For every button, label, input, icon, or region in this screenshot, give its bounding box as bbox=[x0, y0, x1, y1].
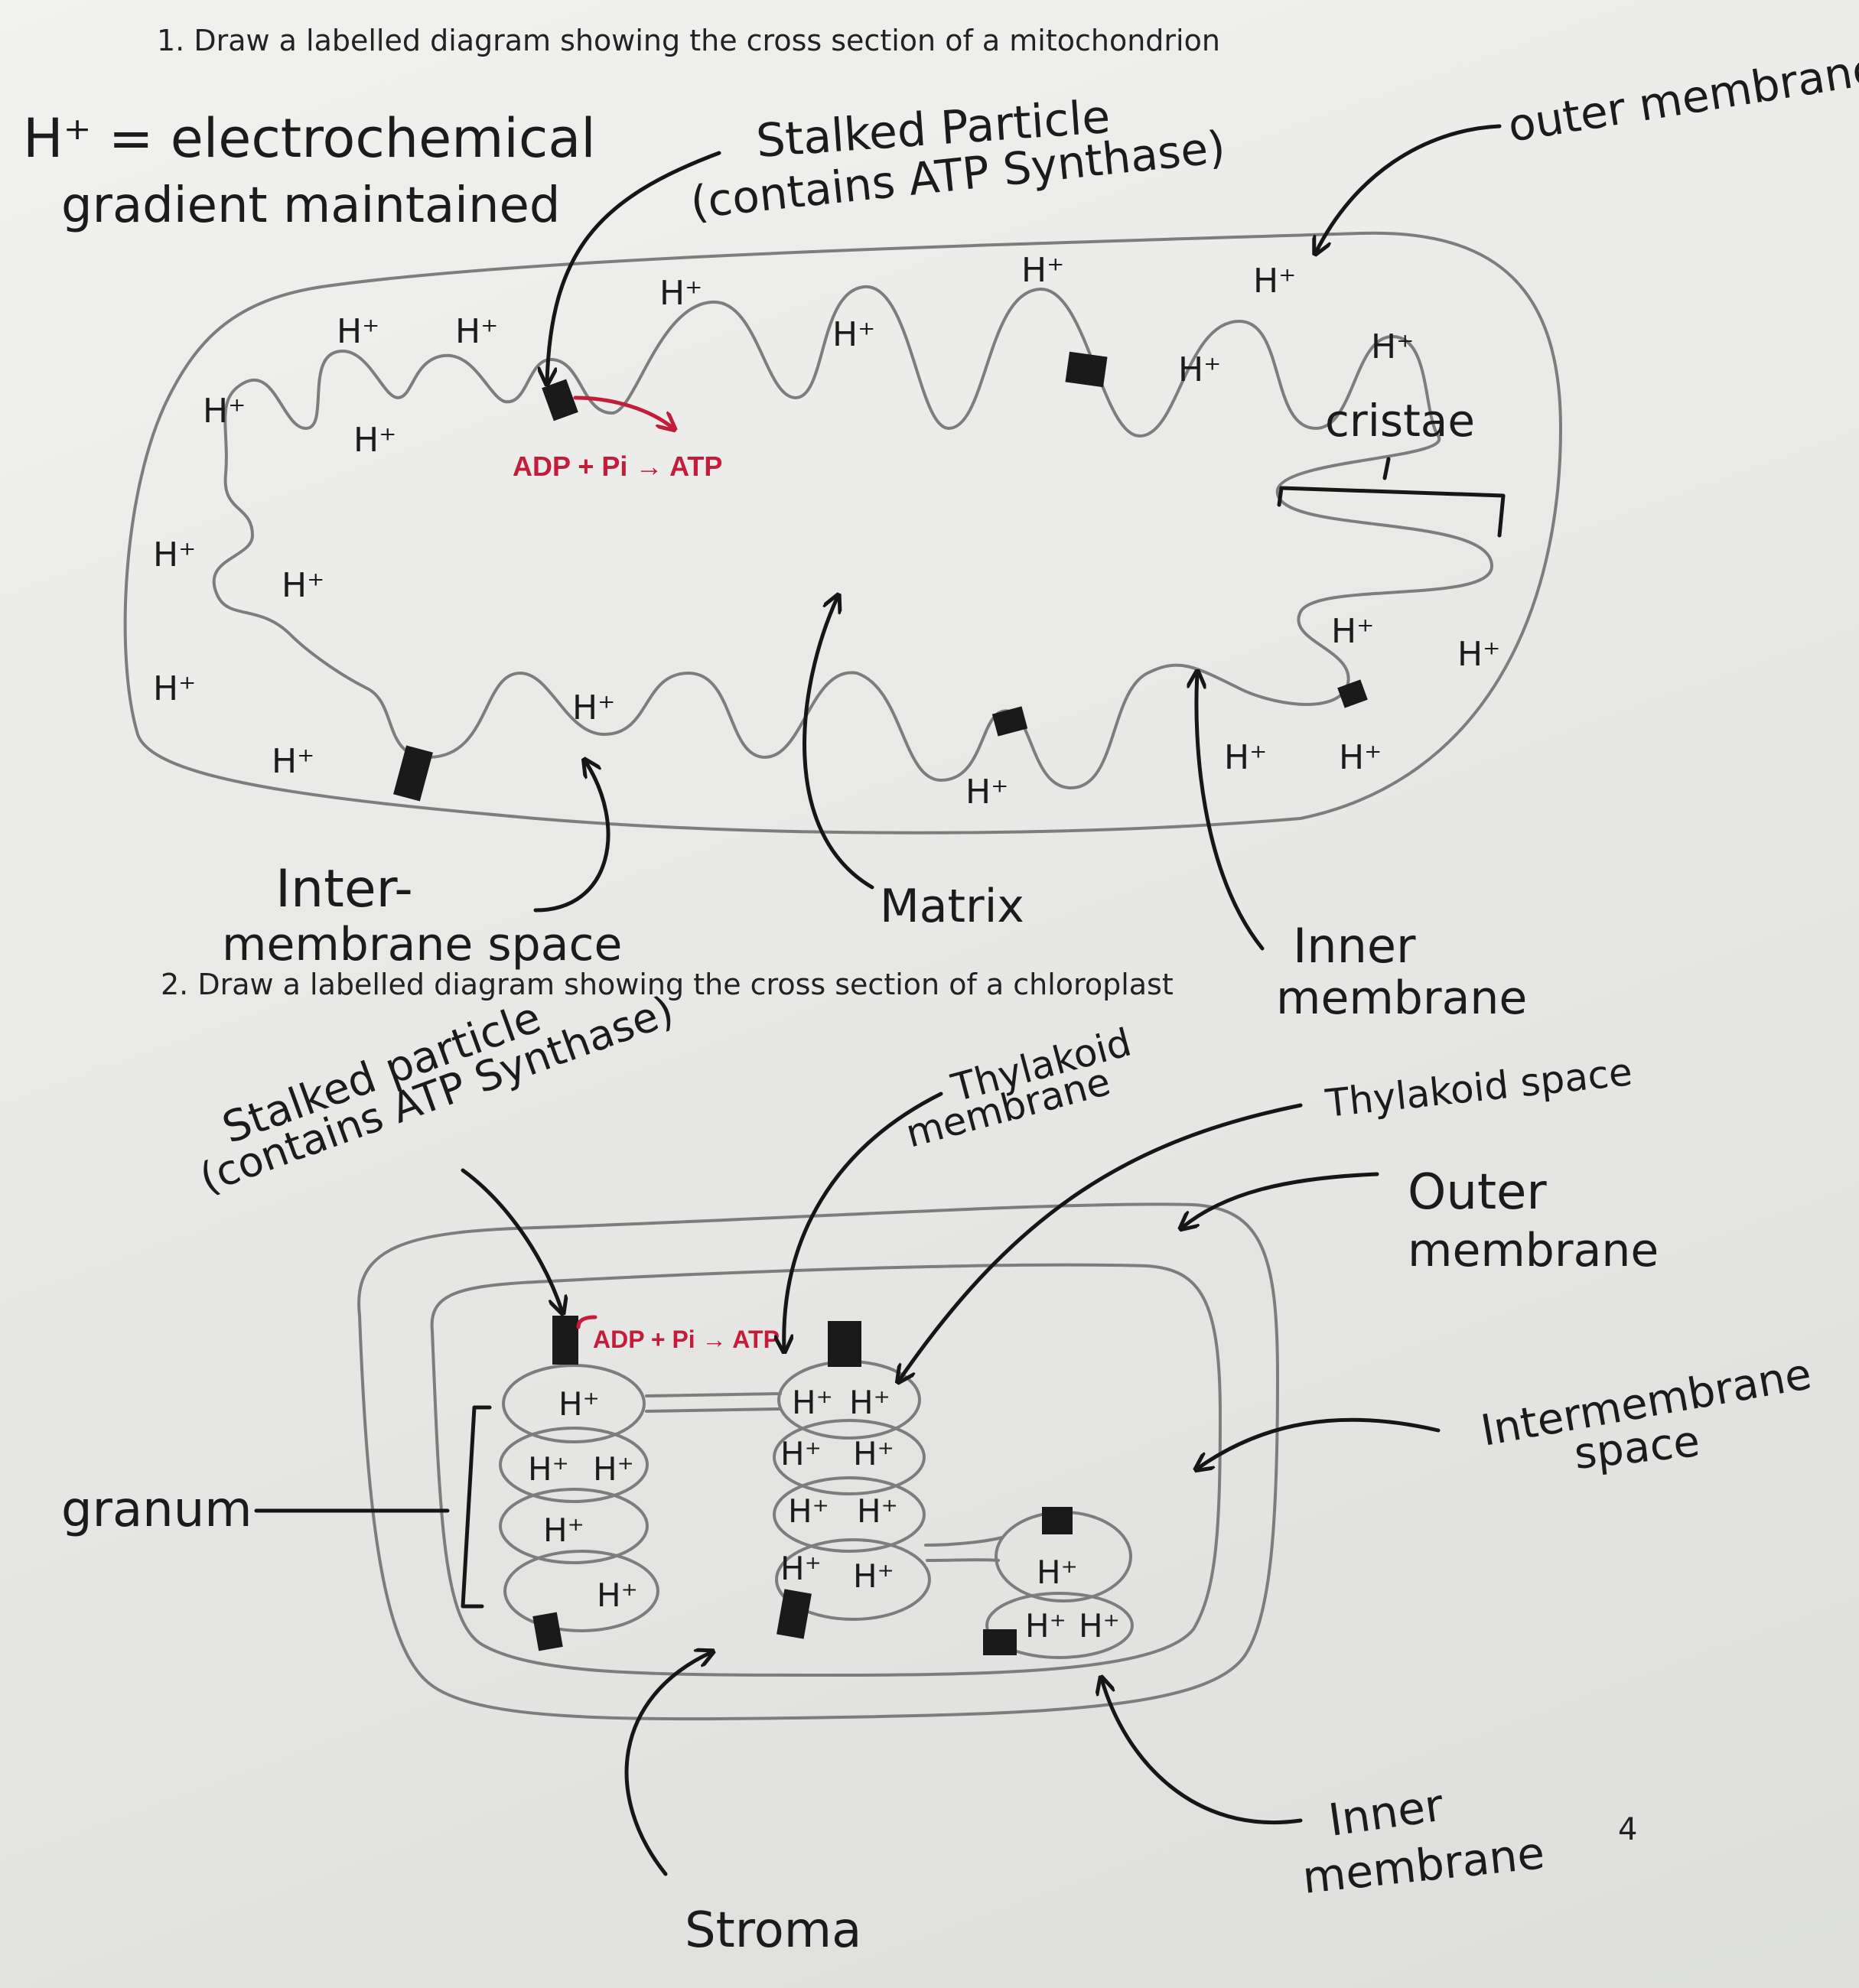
question-2: 2. Draw a labelled diagram showing the c… bbox=[161, 968, 1174, 1001]
chloro-stalked-particle bbox=[552, 1316, 578, 1365]
chloro-stalked-particle bbox=[828, 1321, 861, 1367]
chloro-stalked-particle bbox=[983, 1629, 1017, 1655]
h-ion: H⁺ bbox=[832, 315, 875, 354]
h-ion: H⁺ bbox=[337, 312, 379, 351]
inner-membrane-arrow bbox=[1196, 673, 1265, 951]
chloro-outer-membrane bbox=[357, 1202, 1279, 1721]
gradient-note-line1: H⁺ = electrochemical bbox=[23, 107, 596, 170]
matrix-arrow bbox=[803, 597, 874, 890]
h-ion: H⁺ bbox=[528, 1450, 569, 1488]
h-ion: H⁺ bbox=[1037, 1554, 1078, 1591]
h-ion: H⁺ bbox=[853, 1557, 894, 1595]
mito-stalked-particle bbox=[1337, 679, 1368, 708]
h-ion: H⁺ bbox=[780, 1550, 822, 1587]
h-ion: H⁺ bbox=[1371, 327, 1414, 366]
h-ion: H⁺ bbox=[1025, 1607, 1066, 1645]
chloro-reaction: ADP + Pi → ATP bbox=[593, 1326, 780, 1353]
mito-outer-membrane bbox=[123, 231, 1562, 835]
stroma-arrow bbox=[624, 1652, 711, 1876]
stroma-label: Stroma bbox=[685, 1902, 861, 1959]
h-ion: H⁺ bbox=[203, 392, 246, 431]
h-ion: H⁺ bbox=[543, 1511, 584, 1549]
h-ion: H⁺ bbox=[572, 688, 615, 727]
granum-label: granum bbox=[61, 1482, 252, 1538]
thylakoid-membrane-arrow bbox=[784, 1092, 943, 1350]
intermembrane-arrow bbox=[533, 761, 610, 913]
h-ion: H⁺ bbox=[1224, 738, 1267, 777]
h-ion: H⁺ bbox=[780, 1435, 822, 1472]
inner-membrane-label-line1: Inner bbox=[1293, 918, 1416, 974]
h-ion: H⁺ bbox=[353, 421, 396, 460]
chloro-reaction-arc bbox=[576, 1315, 597, 1329]
mito-inner-membrane bbox=[212, 285, 1493, 789]
h-ion: H⁺ bbox=[1079, 1607, 1120, 1645]
h-ion: H⁺ bbox=[1339, 738, 1382, 777]
chloro-outer-membrane-label-line1: Outer bbox=[1408, 1164, 1547, 1221]
mito-reaction: ADP + Pi → ATP bbox=[513, 451, 722, 482]
intergranal-lamellae bbox=[645, 1392, 1004, 1562]
h-ion: H⁺ bbox=[857, 1492, 898, 1530]
h-ion: H⁺ bbox=[788, 1492, 829, 1530]
h-ion: H⁺ bbox=[558, 1385, 600, 1423]
chloro-inner-membrane-arrow bbox=[1102, 1679, 1303, 1825]
cristae-bracket bbox=[1277, 457, 1506, 538]
h-ion: H⁺ bbox=[597, 1576, 638, 1614]
chloro-h-ions: H⁺ H⁺ H⁺ H⁺ H⁺ H⁺ H⁺ H⁺ H⁺ H⁺ H⁺ H⁺ H⁺ H… bbox=[528, 1384, 1120, 1645]
inner-membrane-label-line2: membrane bbox=[1276, 971, 1527, 1025]
page-number: 4 bbox=[1618, 1812, 1637, 1847]
h-ion: H⁺ bbox=[659, 274, 702, 313]
h-ion: H⁺ bbox=[1457, 635, 1500, 674]
h-ion: H⁺ bbox=[792, 1384, 833, 1421]
mito-h-ions: H⁺ H⁺ H⁺ H⁺ H⁺ H⁺ H⁺ H⁺ H⁺ H⁺ H⁺ H⁺ H⁺ H… bbox=[153, 251, 1500, 812]
cristae-label: cristae bbox=[1325, 395, 1475, 447]
chloro-stalked-particle bbox=[776, 1589, 812, 1639]
chloro-intermembrane-arrow bbox=[1197, 1417, 1441, 1469]
thylakoid-space-label: Thylakoid space bbox=[1323, 1049, 1634, 1126]
h-ion: H⁺ bbox=[272, 742, 314, 781]
mito-stalked-particle bbox=[542, 379, 578, 421]
h-ion: H⁺ bbox=[1178, 350, 1221, 389]
chloro-stalked-arrow bbox=[461, 1168, 562, 1312]
h-ion: H⁺ bbox=[965, 773, 1008, 812]
mito-reaction-arrow bbox=[573, 395, 673, 428]
h-ion: H⁺ bbox=[593, 1450, 634, 1488]
chloro-inner-membrane bbox=[430, 1263, 1222, 1677]
mito-stalked-particle bbox=[991, 706, 1028, 737]
h-ion: H⁺ bbox=[853, 1435, 894, 1472]
granum-left bbox=[499, 1364, 659, 1632]
gradient-note-line2: gradient maintained bbox=[61, 177, 561, 234]
outer-membrane-label: outer membrane bbox=[1505, 42, 1859, 152]
thylakoid-space-arrow bbox=[899, 1103, 1303, 1381]
mito-stalked-arrow bbox=[547, 151, 721, 382]
matrix-label: Matrix bbox=[880, 880, 1024, 933]
h-ion: H⁺ bbox=[153, 535, 196, 574]
chloro-stalked-particle bbox=[532, 1612, 563, 1651]
chloro-outer-membrane-arrow bbox=[1182, 1172, 1379, 1228]
h-ion: H⁺ bbox=[849, 1384, 890, 1421]
h-ion: H⁺ bbox=[1253, 262, 1296, 301]
h-ion: H⁺ bbox=[153, 669, 196, 708]
chloro-inner-membrane-label-line1: Inner bbox=[1325, 1779, 1446, 1846]
granum-bracket bbox=[461, 1405, 492, 1609]
h-ion: H⁺ bbox=[455, 312, 498, 351]
intermembrane-label-line1: Inter- bbox=[275, 859, 413, 919]
question-1: 1. Draw a labelled diagram showing the c… bbox=[157, 24, 1220, 57]
h-ion: H⁺ bbox=[282, 566, 324, 605]
h-ion: H⁺ bbox=[1021, 251, 1064, 290]
outer-membrane-arrow bbox=[1316, 124, 1502, 252]
chloro-outer-membrane-label-line2: membrane bbox=[1408, 1224, 1659, 1277]
mito-stalked-particle bbox=[1065, 351, 1108, 388]
intermembrane-label-line2: membrane space bbox=[222, 918, 622, 971]
chloro-stalked-particle bbox=[1042, 1507, 1073, 1534]
mito-stalked-particle bbox=[393, 745, 433, 802]
h-ion: H⁺ bbox=[1331, 612, 1374, 651]
